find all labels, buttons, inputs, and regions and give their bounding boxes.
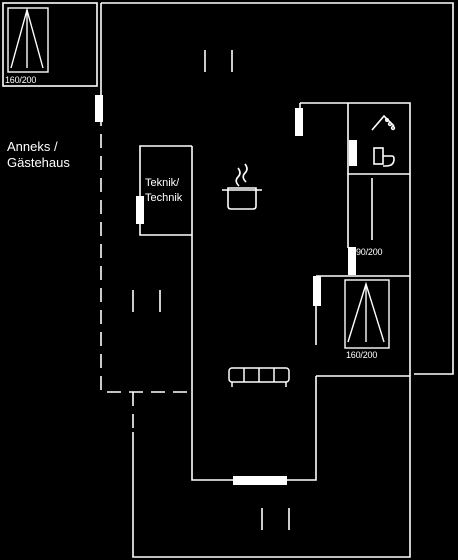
door-icon	[295, 108, 303, 136]
guesthouse-label: Gästehaus	[7, 155, 70, 170]
door-icon	[95, 95, 103, 122]
lower-terrace-outline	[132, 375, 411, 558]
annex-room-walls	[2, 2, 98, 87]
sofa-icon	[228, 367, 290, 387]
door-markers	[95, 95, 357, 485]
bedroom-block-walls	[300, 102, 411, 376]
bed-icon	[7, 7, 49, 73]
stove-icon	[222, 163, 262, 210]
door-icon	[349, 140, 357, 166]
annex-bed-size-label: 160/200	[5, 75, 37, 85]
technik-room-walls	[139, 145, 192, 236]
door-icon	[233, 476, 287, 485]
stairs-icon	[261, 508, 290, 530]
stairs-icon	[204, 50, 233, 72]
technik-label-german: Technik	[145, 192, 183, 204]
technik-label-danish: Teknik/	[145, 177, 180, 189]
annex-label: Anneks /	[7, 139, 58, 154]
door-icon	[313, 276, 321, 306]
double-bed-size-label: 160/200	[346, 350, 378, 360]
dashed-outline	[100, 112, 190, 393]
toilet-icon	[373, 147, 395, 167]
stairs-icon	[132, 290, 161, 312]
shower-icon	[371, 114, 396, 131]
living-room-walls	[191, 146, 317, 481]
main-outer-walls	[101, 2, 454, 375]
bed-icon	[344, 279, 390, 349]
door-icon	[136, 196, 144, 224]
single-bed-size-label: 90/200	[356, 247, 383, 257]
door-icon	[348, 247, 356, 275]
